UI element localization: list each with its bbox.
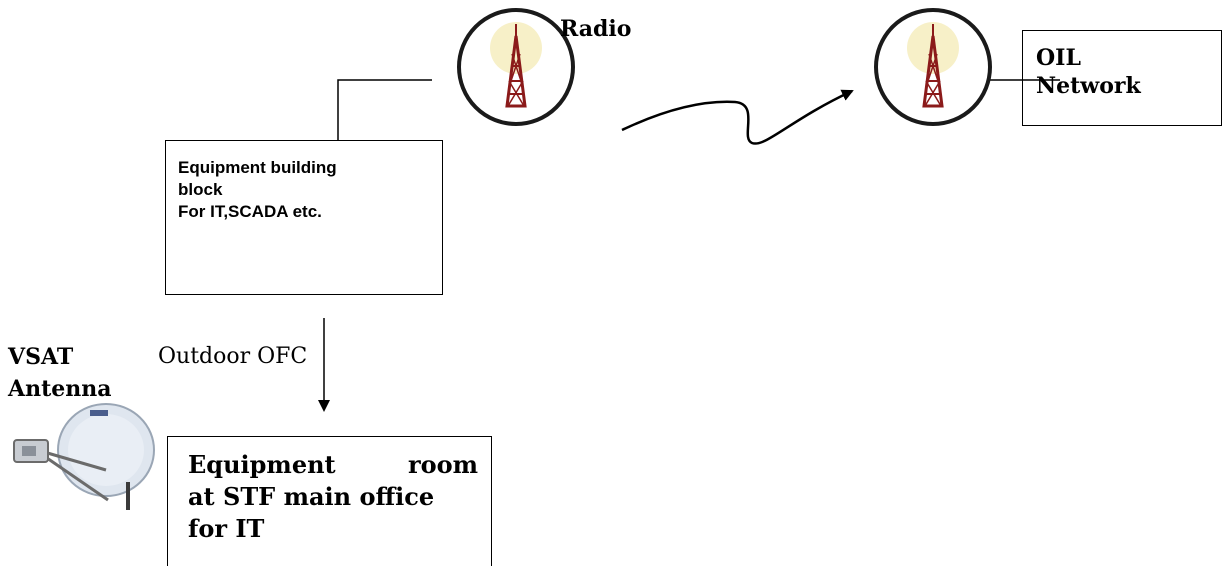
oil-tower-node: [872, 6, 994, 128]
satellite-dish-icon: [13, 403, 155, 510]
vsat-antenna-label: VSAT Antenna: [8, 344, 112, 402]
equipment-block-label: Equipment building block For IT,SCADA et…: [178, 158, 337, 221]
block-to-radio-connector: [337, 79, 432, 140]
radio-label: Radio: [560, 16, 632, 42]
vsat-dish-node: [8, 400, 158, 516]
equipment-room-box: [167, 436, 492, 566]
equipment-room-line3: for IT: [188, 514, 265, 543]
radio-link-wave: [621, 89, 854, 145]
oil-network-box: [1022, 30, 1222, 126]
equipment-block-box: [165, 140, 443, 295]
equipment-room-line2: at STF main office: [188, 482, 435, 511]
radio-tower-icon: [457, 8, 575, 126]
outdoor-ofc-label: Outdoor OFC: [158, 344, 308, 369]
oil-network-label: OIL Network: [1036, 45, 1141, 99]
equipment-room-label: Equipment room at STF main office for IT: [188, 449, 478, 545]
equipment-room-line1-left: Equipment: [188, 450, 336, 479]
radio-tower-node: [455, 6, 577, 128]
equipment-room-line1-right: room: [407, 450, 478, 479]
radio-tower-icon: [874, 8, 992, 126]
